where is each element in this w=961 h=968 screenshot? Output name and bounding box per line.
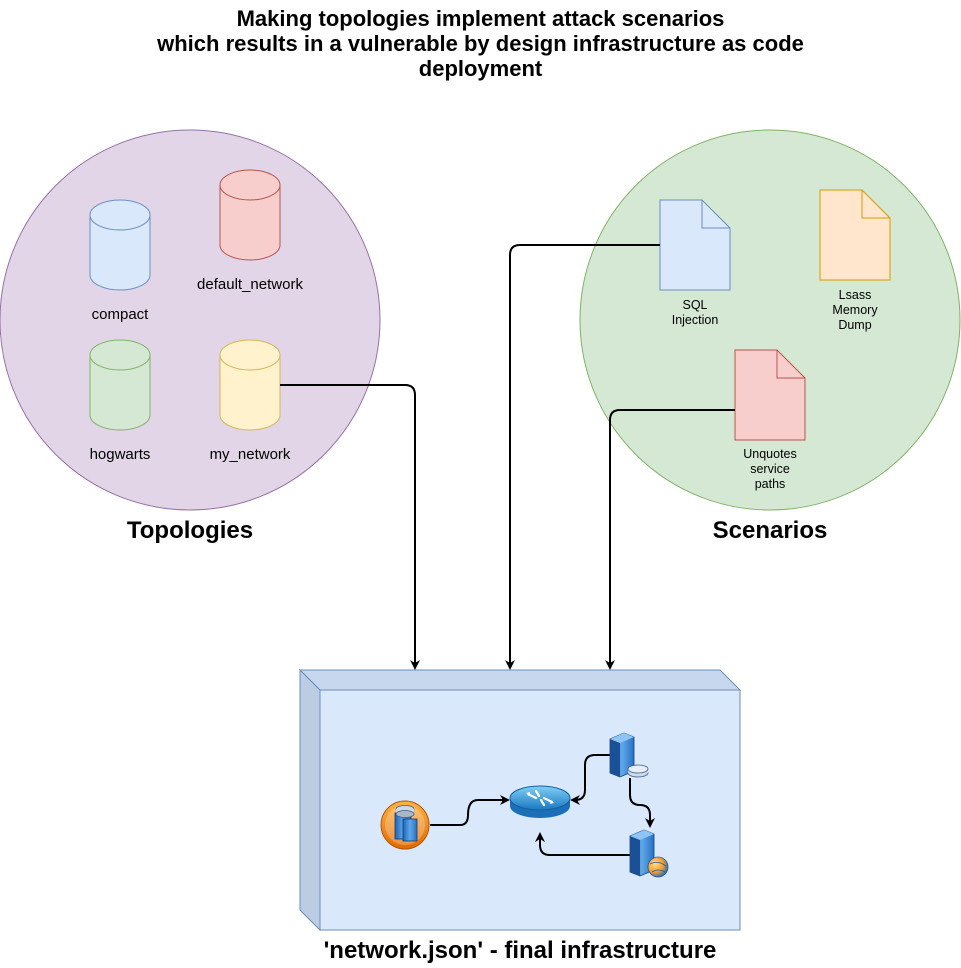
topology-label-my-network: my_network <box>209 446 291 463</box>
document-icon <box>819 189 891 281</box>
edge-server-to-router <box>570 754 610 805</box>
infrastructure-label: 'network.json' - final infrastructure <box>323 937 717 964</box>
scenario-label-unquotes: Unquotes service paths <box>730 447 810 492</box>
box-top-face <box>298 669 742 691</box>
database-icon <box>219 169 281 261</box>
scenario-label-line: SQL <box>682 298 708 312</box>
scenario-label-line: Injection <box>671 313 719 327</box>
connector-unquotes <box>605 409 735 670</box>
edge-db-to-router <box>430 795 510 826</box>
connector-sql-injection <box>505 244 660 670</box>
database-icon <box>89 199 151 291</box>
topologies-label: Topologies <box>126 517 254 544</box>
connector-my-network <box>280 384 420 670</box>
scenario-label-line: Lsass <box>838 288 872 302</box>
scenario-label-sql-injection: SQL Injection <box>655 298 735 328</box>
topology-label-default-network: default_network <box>197 276 303 293</box>
scenario-label-line: Unquotes <box>743 447 797 461</box>
topology-label-hogwarts: hogwarts <box>89 446 151 463</box>
title-line: which results in a vulnerable by design … <box>157 31 804 56</box>
database-icon <box>219 339 281 431</box>
scenario-label-line: Memory <box>832 303 878 317</box>
scenario-label-line: paths <box>754 477 786 491</box>
diagram-title: Making topologies implement attack scena… <box>0 6 961 81</box>
database-icon <box>89 339 151 431</box>
title-line: deployment <box>418 56 543 81</box>
scenarios-label: Scenarios <box>712 517 828 544</box>
edge-web-to-router <box>535 832 630 856</box>
server-icon <box>609 732 649 778</box>
scenario-label-line: Dump <box>838 318 872 332</box>
scenario-label-lsass: Lsass Memory Dump <box>815 288 895 333</box>
web-server-icon <box>629 829 669 878</box>
database-server-icon <box>380 800 430 850</box>
title-line: Making topologies implement attack scena… <box>236 6 725 31</box>
document-icon <box>659 199 731 291</box>
box-side-face <box>299 668 321 932</box>
scenario-label-line: service <box>750 462 790 476</box>
router-icon <box>509 785 571 818</box>
document-icon <box>734 349 806 441</box>
topology-label-compact: compact <box>91 306 149 323</box>
edge-server-to-web <box>629 778 655 828</box>
